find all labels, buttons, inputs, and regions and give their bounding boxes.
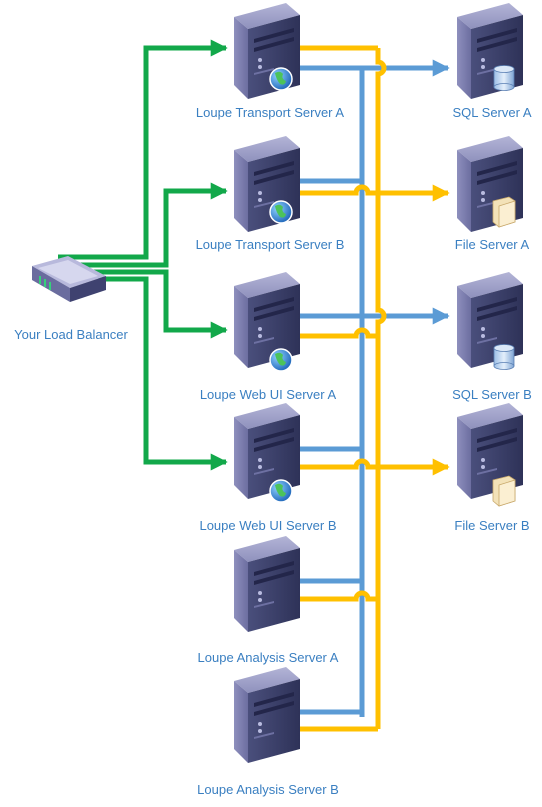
load-balancer-node: Your Load Balancer: [14, 256, 129, 342]
server-icon: [234, 667, 300, 763]
webui-server-a-label: Loupe Web UI Server A: [200, 387, 337, 402]
database-icon: [493, 65, 515, 91]
yellow-bus-trunk: [375, 48, 387, 729]
analysis-server-a-node: Loupe Analysis Server A: [198, 536, 339, 665]
load-balancer-icon: [32, 256, 106, 302]
analysis-server-b-node: Loupe Analysis Server B: [197, 667, 339, 797]
load-balancer-label: Your Load Balancer: [14, 327, 128, 342]
file-server-b-label: File Server B: [454, 518, 529, 533]
transport-server-a-node: Loupe Transport Server A: [196, 3, 344, 120]
globe-icon: [269, 479, 293, 503]
sql-server-a-node: SQL Server A: [453, 3, 532, 120]
webui-server-a-node: Loupe Web UI Server A: [200, 272, 337, 402]
sql-server-a-label: SQL Server A: [453, 105, 532, 120]
yellow-link-webui-b-to-file-b: [300, 458, 450, 476]
transport-server-b-label: Loupe Transport Server B: [196, 237, 345, 252]
green-link-to-transport-b: [66, 182, 228, 268]
webui-server-b-node: Loupe Web UI Server B: [199, 403, 337, 533]
analysis-server-b-label: Loupe Analysis Server B: [197, 782, 339, 797]
connectors: [58, 39, 450, 732]
analysis-server-a-label: Loupe Analysis Server A: [198, 650, 339, 665]
transport-server-a-label: Loupe Transport Server A: [196, 105, 344, 120]
green-link-to-transport-a: [58, 39, 228, 260]
folder-icon: [492, 196, 516, 228]
transport-server-b-node: Loupe Transport Server B: [196, 136, 345, 252]
webui-server-b-label: Loupe Web UI Server B: [199, 518, 336, 533]
green-link-to-webui-a: [84, 269, 228, 339]
file-server-a-node: File Server A: [455, 136, 530, 252]
file-server-a-label: File Server A: [455, 237, 530, 252]
yellow-link-analysis-a: [300, 590, 378, 602]
file-server-b-node: File Server B: [454, 403, 530, 533]
globe-icon: [269, 200, 293, 224]
yellow-link-transport-b-to-file-a: [300, 184, 450, 202]
database-icon: [493, 344, 515, 370]
sql-server-b-label: SQL Server B: [452, 387, 532, 402]
globe-icon: [269, 348, 293, 372]
server-icon: [234, 536, 300, 632]
folder-icon: [492, 475, 516, 507]
sql-server-b-node: SQL Server B: [452, 272, 532, 402]
green-link-to-webui-b: [98, 276, 228, 471]
globe-icon: [269, 67, 293, 91]
yellow-link-webui-a: [300, 327, 378, 339]
